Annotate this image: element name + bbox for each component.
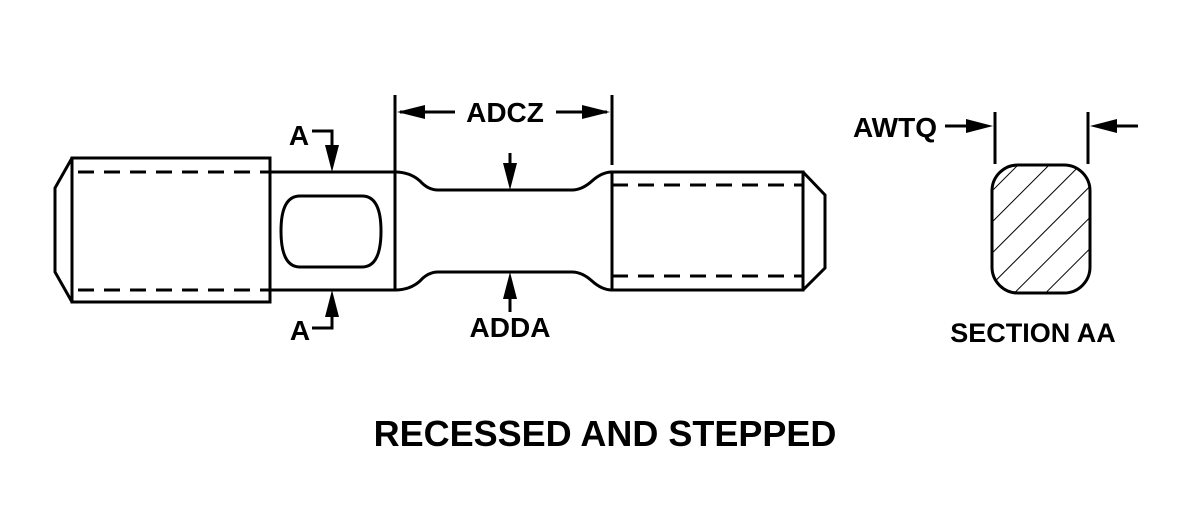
recessed-neck	[394, 170, 613, 292]
right-threaded-end	[610, 95, 827, 292]
oval-hole	[279, 194, 383, 269]
arrow-right-icon	[582, 105, 610, 119]
section-marker-bottom: A	[290, 315, 310, 346]
arrow-down-icon	[325, 145, 339, 172]
arrow-left-icon	[1090, 119, 1117, 133]
label-adcz: ADCZ	[466, 97, 544, 128]
drawing-title: RECESSED AND STEPPED	[374, 413, 837, 454]
label-adda: ADDA	[470, 312, 551, 343]
arrow-right-icon	[966, 119, 993, 133]
arrowheads	[325, 105, 1117, 317]
section-aa-view	[945, 112, 1138, 295]
section-caption: SECTION AA	[950, 318, 1116, 348]
arrow-left-icon	[397, 105, 425, 119]
section-marker-top: A	[289, 120, 309, 151]
arrow-up-icon	[503, 272, 517, 299]
label-awtq: AWTQ	[853, 112, 937, 143]
arrow-up-icon	[325, 290, 339, 317]
left-threaded-end	[53, 156, 272, 304]
arrow-down-icon	[503, 163, 517, 190]
body-section	[270, 95, 397, 292]
